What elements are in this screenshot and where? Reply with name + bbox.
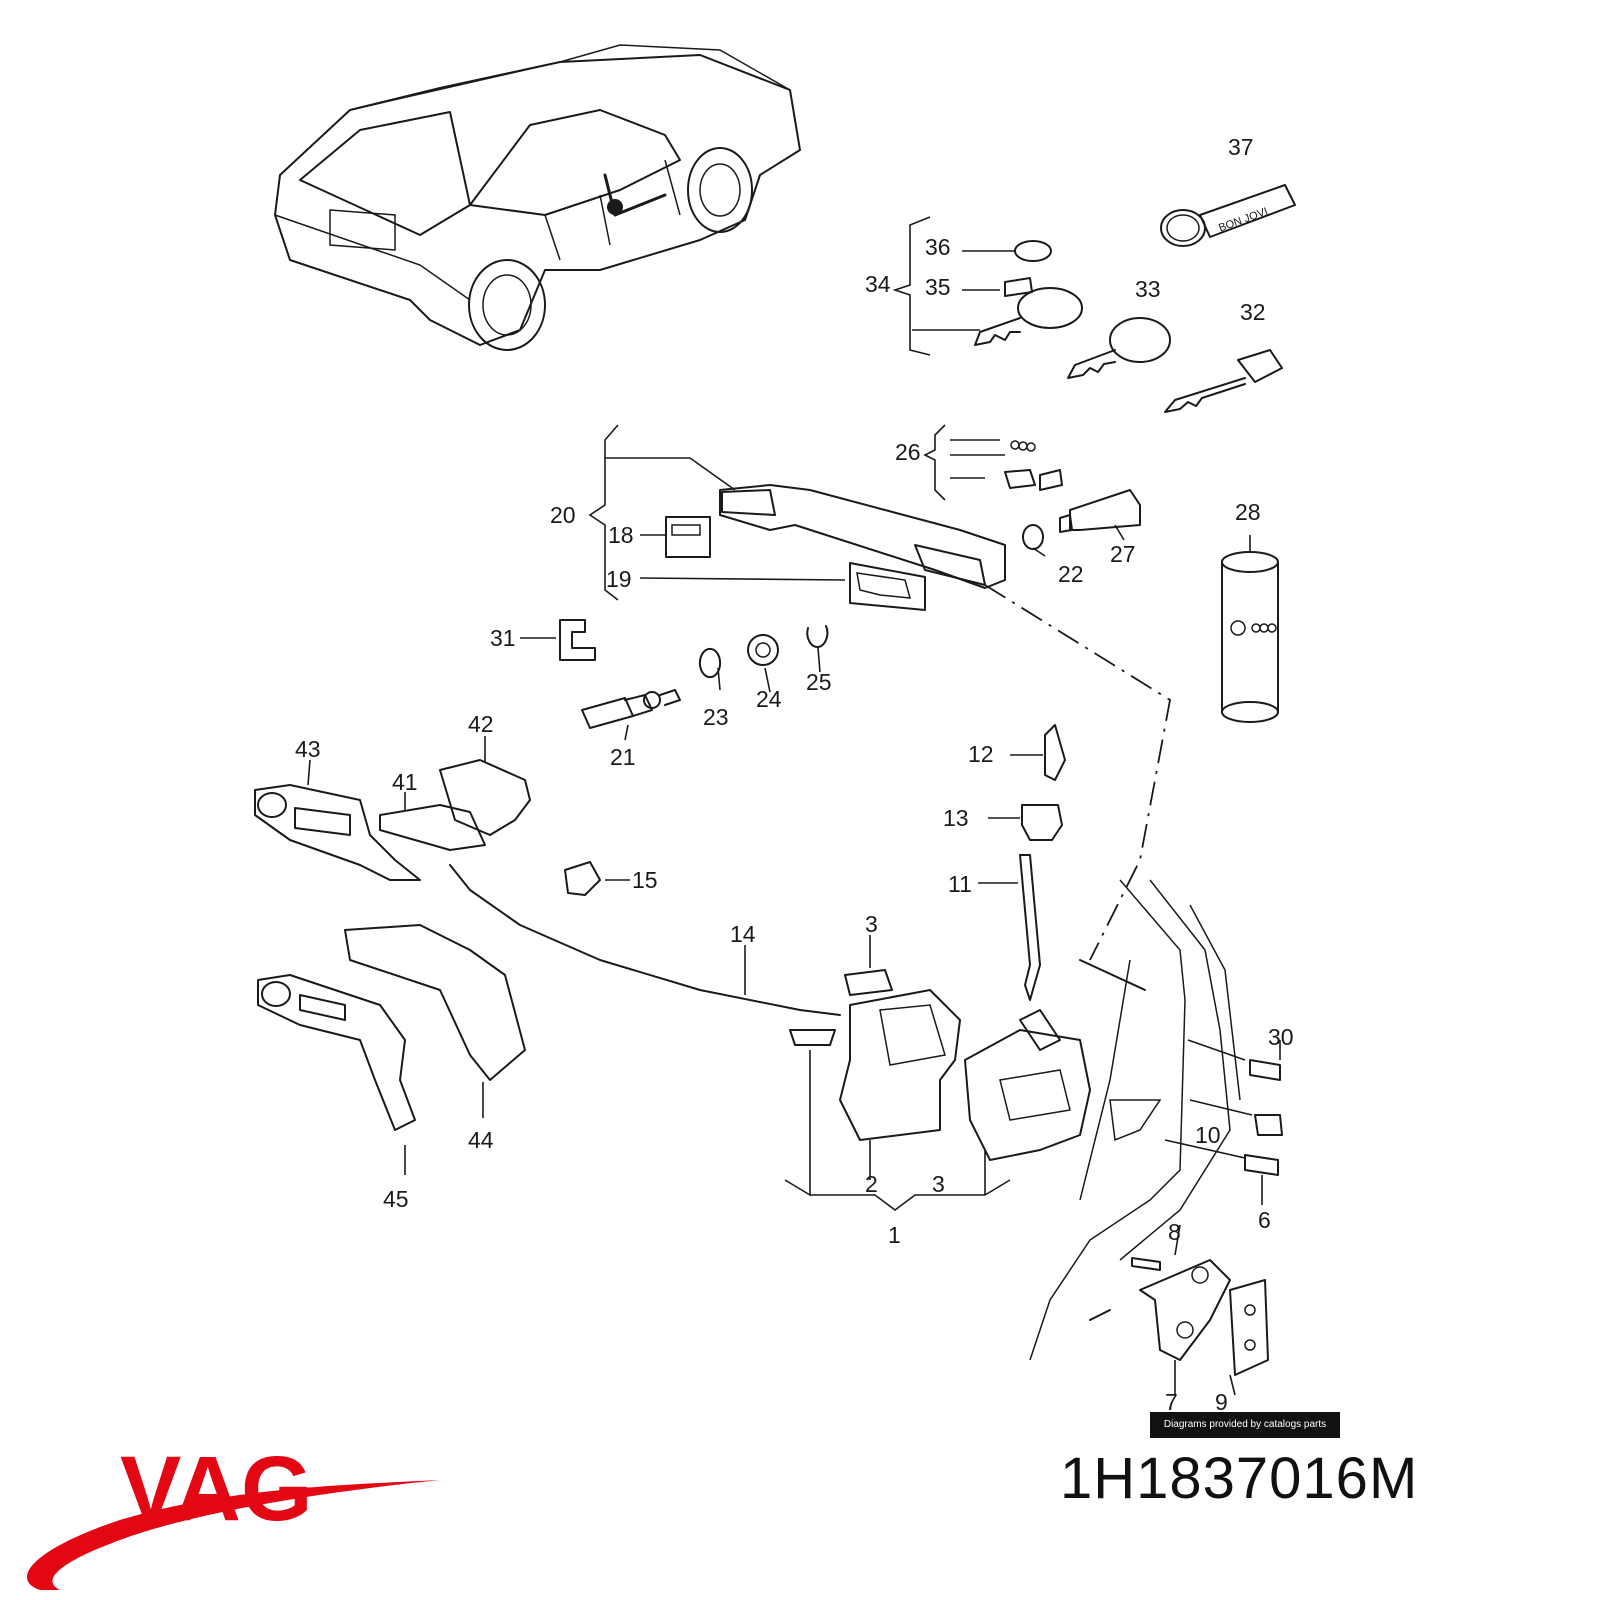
callout-9: 9 (1215, 1389, 1228, 1415)
lubricant-spray-can (1221, 535, 1279, 723)
callout-20: 20 (550, 502, 576, 528)
callout-24: 24 (756, 686, 782, 712)
callout-15: 15 (632, 867, 658, 893)
callout-27: 27 (1110, 541, 1136, 567)
callout-43: 43 (295, 736, 321, 762)
callout-12: 12 (968, 741, 994, 767)
diagram-credit: Diagrams provided by catalogs parts (1150, 1412, 1340, 1438)
callout-8: 8 (1168, 1219, 1181, 1245)
callout-19: 19 (606, 566, 632, 592)
release-cable (449, 864, 841, 1016)
lock-cylinder-parts (520, 619, 829, 741)
callout-14: 14 (730, 921, 756, 947)
callout-6: 6 (1258, 1207, 1271, 1233)
callout-23: 23 (703, 704, 729, 730)
callout-33: 33 (1135, 276, 1161, 302)
car-illustration (274, 44, 801, 351)
callout-45: 45 (383, 1186, 409, 1212)
keyring-tag: BON JOVI (1160, 184, 1296, 247)
door-pillar (984, 584, 1241, 1361)
part-number: 1H1837016M (1060, 1446, 1419, 1511)
callout-21: 21 (610, 744, 636, 770)
callout-44: 44 (468, 1127, 494, 1153)
keyring-label: BON JOVI (1217, 206, 1269, 235)
callout-26: 26 (895, 439, 921, 465)
callout-1: 1 (888, 1222, 901, 1248)
callout-22: 22 (1058, 561, 1084, 587)
door-lock-mechanism (784, 724, 1091, 1211)
callout-28: 28 (1235, 499, 1261, 525)
key-set (892, 216, 1283, 413)
callout-35: 35 (925, 274, 951, 300)
vag-logo-text: VAG (120, 1440, 313, 1540)
callout-34: 34 (865, 271, 891, 297)
inner-door-handles (254, 736, 630, 1175)
callout-3b: 3 (932, 1171, 945, 1197)
callout-13: 13 (943, 805, 969, 831)
callout-25: 25 (806, 669, 832, 695)
outer-door-handle (588, 424, 1141, 611)
callout-36: 36 (925, 234, 951, 260)
callout-42: 42 (468, 711, 494, 737)
callout-30: 30 (1268, 1024, 1294, 1050)
callout-37: 37 (1228, 134, 1254, 160)
callout-2: 2 (865, 1171, 878, 1197)
callout-7: 7 (1165, 1389, 1178, 1415)
callout-32: 32 (1240, 299, 1266, 325)
striker-plate (1131, 1039, 1283, 1396)
callout-labels: 1 2 3 3 6 7 8 9 10 11 12 13 14 15 18 19 … (295, 134, 1294, 1415)
callout-31: 31 (490, 625, 516, 651)
callout-18: 18 (608, 522, 634, 548)
callout-11: 11 (948, 871, 972, 897)
callout-3a: 3 (865, 911, 878, 937)
callout-41: 41 (392, 769, 418, 795)
callout-10: 10 (1195, 1122, 1221, 1148)
vag-logo: VAG (26, 1440, 441, 1590)
